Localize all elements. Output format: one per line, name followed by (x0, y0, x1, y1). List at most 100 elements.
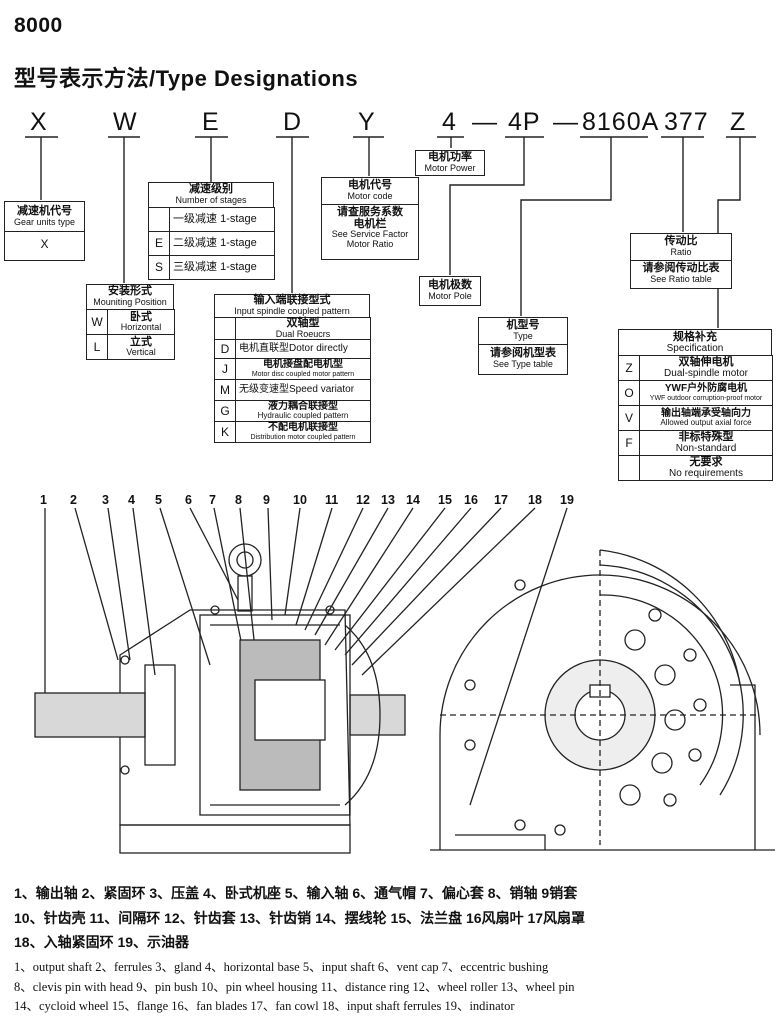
code-e: E (202, 108, 220, 136)
part-number: 16 (464, 493, 478, 507)
part-number: 18 (528, 493, 542, 507)
mounting-key: W (86, 309, 108, 335)
part-number: 5 (155, 493, 162, 507)
motor-power-en: Motor Power (424, 162, 476, 173)
input-header: 输入端联接型式 Input spindle coupled pattern (214, 294, 370, 318)
code-dash-1: — (472, 108, 498, 136)
input-key: K (214, 420, 236, 443)
input-opt-en: Distribution motor coupled pattern (250, 433, 356, 441)
code-w: W (113, 108, 138, 136)
part-number: 4 (128, 493, 135, 507)
ratio-zh2: 请参阅传动比表 (642, 261, 720, 274)
code-d: D (283, 108, 303, 136)
motor-code-zh2: 请查服务系数 (337, 205, 403, 218)
part-number: 6 (185, 493, 192, 507)
motor-code-zh3: 电机栏 (353, 217, 387, 230)
input-en: Input spindle coupled pattern (234, 305, 350, 316)
spec-opt-en: Non-standard (675, 442, 737, 454)
spec-opt-en: No requirements (669, 467, 743, 479)
spec-opt-zh: 双轴伸电机 (678, 355, 734, 368)
model-zh2: 请参阅机型表 (490, 346, 556, 359)
motor-code-en3: Motor Ratio (346, 238, 394, 249)
gear-type-zh: 减速机代号 (17, 205, 72, 217)
parts-list-en-line: 8、clevis pin with head 9、pin bush 10、pin… (14, 979, 575, 994)
motor-pole-en: Motor Pole (428, 290, 472, 301)
motor-pole-zh: 电机极数 (428, 279, 472, 291)
stage-key (148, 207, 170, 232)
input-opt-en: Speed variator (289, 383, 355, 395)
input-opt-zh: 液力耦合联接型 (268, 400, 338, 412)
part-number: 1 (40, 493, 47, 507)
motor-power-zh: 电机功率 (428, 151, 472, 163)
spec-opt-zh: 无要求 (689, 455, 723, 468)
spec-header: 规格补充 Specification (618, 329, 772, 356)
input-opt-zh: 无级变速型 (239, 383, 289, 395)
part-number: 7 (209, 493, 216, 507)
stage-en: 1-stage (220, 212, 257, 225)
spec-key: Z (618, 355, 640, 381)
part-number: 2 (70, 493, 77, 507)
code-377: 377 (664, 108, 709, 136)
spec-opt-zh: 输出轴端承受轴向力 (661, 407, 751, 419)
input-opt-en: Dual Roeucrs (275, 328, 331, 339)
spec-opt-en: YWF outdoor corruption-proof motor (649, 394, 763, 402)
motor-code-en: Motor code (347, 190, 393, 201)
part-number: 8 (235, 493, 242, 507)
input-key (214, 317, 236, 340)
part-number: 19 (560, 493, 574, 507)
part-number: 14 (406, 493, 420, 507)
part-number: 15 (438, 493, 452, 507)
spec-key: V (618, 405, 640, 431)
model-box: 机型号 Type 请参阅机型表 See Type table (478, 317, 568, 375)
input-zh: 输入端联接型式 (253, 294, 331, 306)
parts-list-zh-line: 10、针齿壳 11、间隔环 12、针齿套 13、针齿销 14、摆线轮 15、法兰… (14, 909, 586, 926)
mounting-zh: 安装形式 (108, 285, 152, 297)
spec-key (618, 455, 640, 481)
part-number: 12 (356, 493, 370, 507)
mounting-en: Mouniting Position (93, 296, 167, 307)
parts-list-zh-line: 18、入轴紧固环 19、示油器 (14, 934, 190, 950)
mounting-key: L (86, 334, 108, 360)
spec-opt-en: Dual-spindle motor (664, 367, 748, 379)
code-y: Y (358, 108, 376, 136)
ratio-en: Ratio (670, 246, 692, 257)
parts-list-en-line: 1、output shaft 2、ferrules 3、gland 4、hori… (14, 960, 549, 974)
input-opt-zh: 电机直联型 (239, 342, 289, 354)
ratio-en2: See Ratio table (650, 273, 712, 284)
parts-list-en-line: 14、cycloid wheel 15、flange 16、fan blades… (14, 999, 515, 1013)
spec-zh: 规格补充 (673, 331, 717, 343)
stages-en: Number of stages (175, 194, 247, 205)
parts-list-english: 1、output shaft 2、ferrules 3、gland 4、hori… (14, 958, 774, 1017)
stage-key: E (148, 231, 170, 256)
stage-en: 1-stage (220, 236, 257, 249)
code-x: X (30, 108, 48, 136)
input-opt-zh: 电机接盘配电机型 (263, 359, 343, 371)
input-opt-en: Dotor directly (289, 342, 348, 354)
spec-opt-zh: YWF户外防腐电机 (664, 383, 748, 395)
motor-code-en2: See Service Factor (331, 229, 409, 240)
series-number: 8000 (14, 14, 63, 37)
input-key: G (214, 399, 236, 422)
model-en2: See Type table (493, 358, 553, 369)
gear-units-type-box: 减速机代号 Gear units type X (4, 201, 85, 261)
code-dash-2: — (553, 108, 579, 136)
part-number: 10 (293, 493, 307, 507)
code-z: Z (730, 108, 747, 136)
stage-en: 1-stage (220, 260, 257, 273)
input-key: D (214, 338, 236, 359)
stage-key: S (148, 255, 170, 280)
part-number: 17 (494, 493, 508, 507)
model-zh: 机型号 (506, 319, 540, 331)
model-en: Type (513, 330, 533, 341)
code-8160a: 8160A (582, 108, 660, 136)
stage-zh: 二级减速 (173, 236, 217, 249)
gear-type-value: X (5, 230, 84, 251)
input-opt-zh: 双轴型 (286, 317, 320, 329)
motor-pole-box: 电机极数 Motor Pole (419, 276, 481, 306)
part-number: 9 (263, 493, 270, 507)
mounting-opt-zh: 立式 (130, 335, 152, 348)
code-4: 4 (442, 108, 457, 136)
